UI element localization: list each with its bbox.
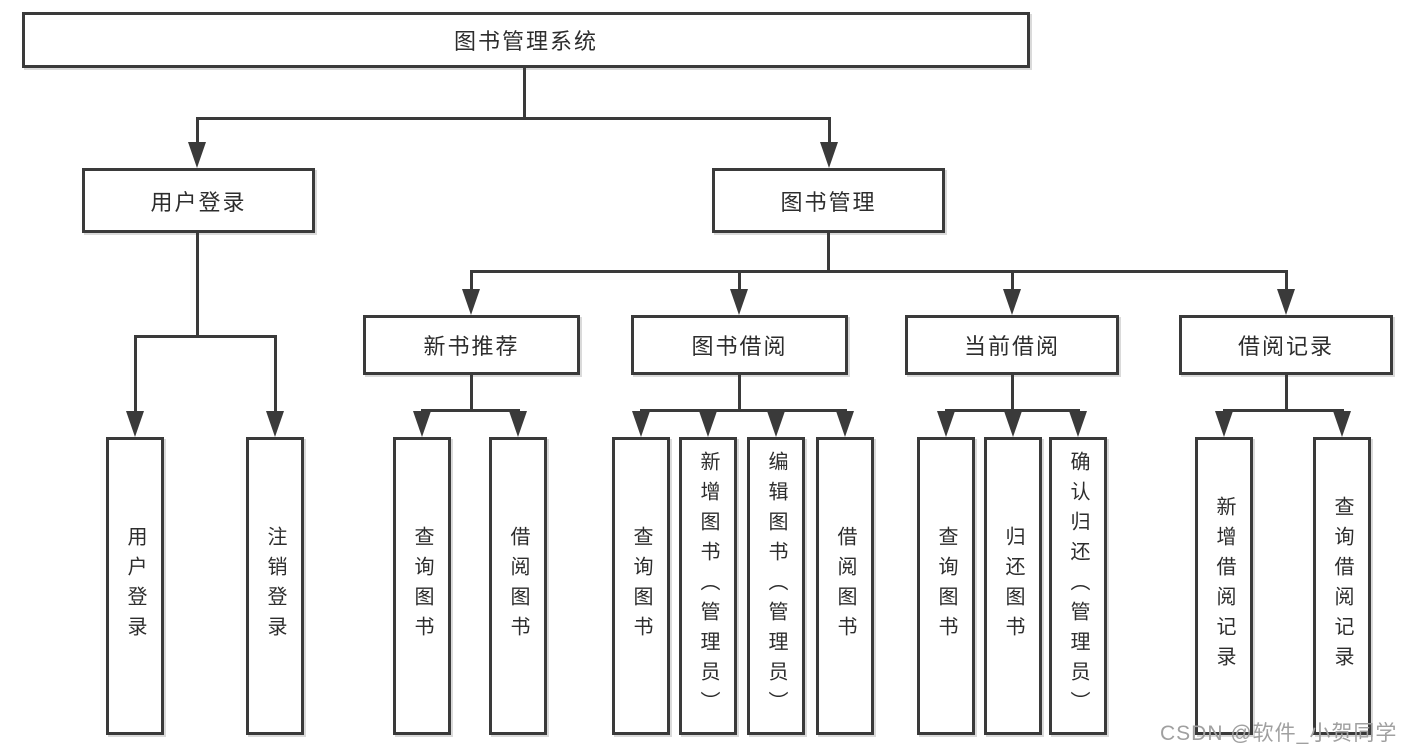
node-borrow-record-label: 借阅记录 [1237, 334, 1334, 359]
leaf-borrow-book-label: 借阅图书 [834, 526, 856, 646]
node-book-management-module: 图书管理 [712, 168, 945, 233]
node-book-borrow-label: 图书借阅 [691, 334, 788, 359]
arrow-head-icon [836, 411, 854, 437]
arrow-head-icon [699, 411, 717, 437]
arrow-head-icon [126, 411, 144, 437]
leaf-borrow-book-recommend: 借阅图书 [489, 437, 547, 735]
arrow-stem [1285, 271, 1288, 293]
leaf-confirm-return-admin: 确认归还（管理员） [1049, 437, 1107, 735]
leaf-return-book-label: 归还图书 [1002, 526, 1024, 646]
arrow-head-icon [1277, 289, 1295, 315]
leaf-query-book-recommend-label: 查询图书 [411, 526, 433, 646]
leaf-add-book-admin-label: 新增图书（管理员） [697, 451, 719, 721]
arrow-head-icon [820, 142, 838, 168]
csdn-watermark: CSDN @软件_小贺同学 [1160, 722, 1398, 745]
arrow-head-icon [1333, 411, 1351, 437]
node-borrow-record: 借阅记录 [1179, 315, 1393, 375]
connector-vertical-line [523, 68, 526, 119]
arrow-head-icon [632, 411, 650, 437]
arrow-stem [738, 271, 741, 293]
connector-vertical-line [196, 233, 199, 337]
connector-horizontal-line [470, 270, 1288, 273]
connector-vertical-line [827, 233, 830, 272]
node-new-book-recommend: 新书推荐 [363, 315, 580, 375]
node-user-login-label: 用户登录 [150, 189, 247, 215]
leaf-query-book-borrow: 查询图书 [612, 437, 670, 735]
arrow-stem [828, 118, 831, 146]
connector-horizontal-line [640, 409, 847, 412]
arrow-head-icon [937, 411, 955, 437]
arrow-head-icon [266, 411, 284, 437]
node-root-label: 图书管理系统 [453, 29, 598, 54]
leaf-query-book-current: 查询图书 [917, 437, 975, 735]
node-root-system: 图书管理系统 [22, 12, 1030, 68]
leaf-add-borrow-record: 新增借阅记录 [1195, 437, 1253, 735]
connector-vertical-line [1285, 375, 1288, 411]
arrow-head-icon [413, 411, 431, 437]
leaf-edit-book-admin-label: 编辑图书（管理员） [765, 451, 787, 721]
arrow-head-icon [730, 289, 748, 315]
leaf-query-borrow-record-label: 查询借阅记录 [1331, 496, 1353, 676]
connector-horizontal-line [421, 409, 520, 412]
arrow-stem [134, 336, 137, 415]
leaf-query-borrow-record: 查询借阅记录 [1313, 437, 1371, 735]
leaf-return-book: 归还图书 [984, 437, 1042, 735]
connector-horizontal-line [1223, 409, 1344, 412]
node-book-management-label: 图书管理 [780, 189, 877, 215]
arrow-stem [274, 336, 277, 415]
node-current-borrow: 当前借阅 [905, 315, 1119, 375]
leaf-query-book-current-label: 查询图书 [935, 526, 957, 646]
arrow-head-icon [462, 289, 480, 315]
connector-horizontal-line [196, 117, 831, 120]
connector-vertical-line [738, 375, 741, 411]
arrow-head-icon [1004, 411, 1022, 437]
arrow-stem [196, 118, 199, 146]
leaf-confirm-return-admin-label: 确认归还（管理员） [1067, 451, 1089, 721]
node-current-borrow-label: 当前借阅 [963, 334, 1060, 359]
arrow-head-icon [1069, 411, 1087, 437]
arrow-stem [1011, 271, 1014, 293]
leaf-logout-label: 注销登录 [264, 526, 286, 646]
node-user-login-module: 用户登录 [82, 168, 315, 233]
arrow-head-icon [1215, 411, 1233, 437]
arrow-head-icon [1003, 289, 1021, 315]
connector-vertical-line [1011, 375, 1014, 411]
arrow-head-icon [509, 411, 527, 437]
leaf-add-borrow-record-label: 新增借阅记录 [1213, 496, 1235, 676]
leaf-query-book-borrow-label: 查询图书 [630, 526, 652, 646]
node-new-book-recommend-label: 新书推荐 [423, 334, 520, 359]
arrow-stem [470, 271, 473, 293]
leaf-user-login-label: 用户登录 [124, 526, 146, 646]
arrow-head-icon [188, 142, 206, 168]
leaf-edit-book-admin: 编辑图书（管理员） [747, 437, 805, 735]
leaf-add-book-admin: 新增图书（管理员） [679, 437, 737, 735]
leaf-logout: 注销登录 [246, 437, 304, 735]
node-book-borrow: 图书借阅 [631, 315, 848, 375]
leaf-borrow-book-recommend-label: 借阅图书 [507, 526, 529, 646]
leaf-user-login: 用户登录 [106, 437, 164, 735]
leaf-borrow-book: 借阅图书 [816, 437, 874, 735]
connector-horizontal-line [134, 335, 277, 338]
arrow-head-icon [767, 411, 785, 437]
leaf-query-book-recommend: 查询图书 [393, 437, 451, 735]
connector-vertical-line [470, 375, 473, 411]
